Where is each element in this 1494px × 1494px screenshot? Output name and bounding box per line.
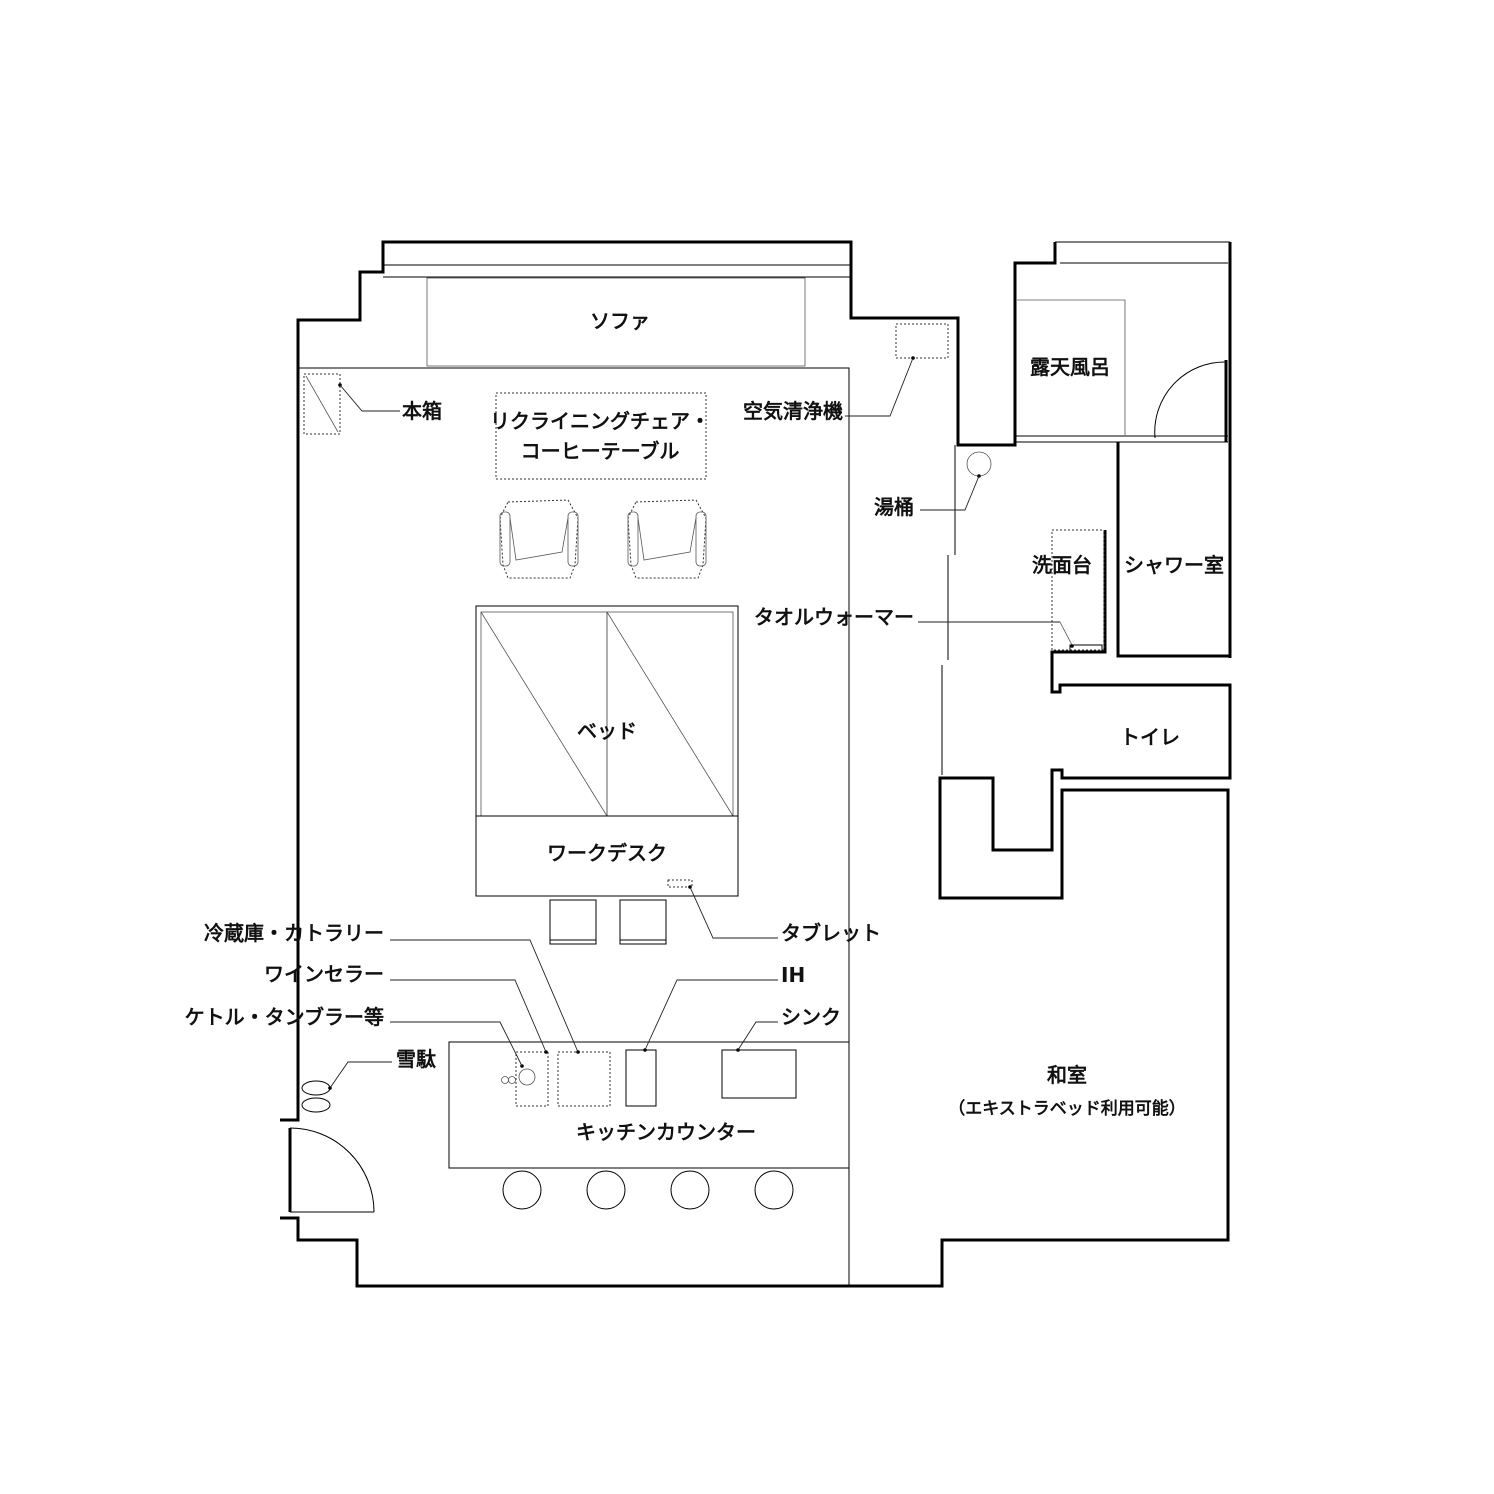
work-desk-label: ワークデスク (547, 841, 667, 865)
desk-chair-right (619, 899, 667, 945)
bath-door[interactable] (1154, 360, 1228, 443)
outer-walls (280, 240, 1232, 1288)
japanese-room-label: 和室 (1047, 1063, 1087, 1087)
kettle: ケトル・タンブラー等 (185, 1005, 536, 1086)
sink-label: シンク (781, 1005, 841, 1029)
toilet-label: トイレ (1120, 725, 1180, 749)
kettle-label: ケトル・タンブラー等 (185, 1005, 384, 1029)
tablet-label: タブレット (781, 921, 881, 945)
japanese-room-note: （エキストラベッド利用可能） (948, 1098, 1186, 1119)
air-purifier-label: 空気清浄機 (743, 399, 843, 423)
wine-cellar-label: ワインセラー (264, 962, 384, 986)
ih-label: IH (781, 963, 805, 987)
stool (754, 1170, 794, 1210)
wine-cellar: ワインセラー (264, 962, 549, 1107)
bucket: 湯桶 (874, 451, 992, 519)
outdoor-bath-label: 露天風呂 (1030, 355, 1110, 379)
bucket-label: 湯桶 (874, 495, 914, 519)
kitchen-counter: キッチンカウンター (448, 1041, 849, 1169)
towel-warmer-label: タオルウォーマー (754, 605, 914, 629)
tablet: タブレット (667, 879, 881, 945)
washbasin: 洗面台 (1032, 529, 1105, 651)
stool (502, 1170, 542, 1210)
ih-cooktop: IH (625, 963, 805, 1107)
bed: ベッド (475, 605, 739, 897)
fridge-label: 冷蔵庫・カトラリー (204, 921, 384, 945)
shower-label: シャワー室 (1124, 553, 1224, 577)
recliner-chair-right (627, 499, 707, 579)
inner-walls (298, 262, 1232, 1286)
bookshelf-label: 本箱 (402, 399, 442, 423)
bed-label: ベッド (577, 719, 637, 743)
work-desk: ワークデスク (547, 841, 667, 865)
washbasin-label: 洗面台 (1032, 553, 1092, 577)
stool (670, 1170, 710, 1210)
desk-chair-left (549, 899, 597, 945)
sofa: ソファ (426, 277, 806, 367)
recliner-label-line2: コーヒーテーブル (521, 439, 680, 463)
kitchen-counter-label: キッチンカウンター (576, 1120, 756, 1144)
entrance-door[interactable] (288, 1127, 375, 1213)
air-purifier: 空気清浄機 (743, 323, 949, 423)
towel-warmer: タオルウォーマー (754, 605, 1103, 652)
fridge: 冷蔵庫・カトラリー (204, 921, 611, 1107)
counter-stools (502, 1170, 794, 1210)
recliner-chair-left (499, 499, 579, 579)
bookshelf: 本箱 (303, 373, 442, 435)
sofa-label: ソファ (590, 309, 650, 333)
sink: シンク (721, 1005, 841, 1099)
recliner-area: リクライニングチェア・ コーヒーテーブル (490, 392, 710, 480)
geta: 雪駄 (301, 1047, 437, 1113)
recliner-label-line1: リクライニングチェア・ (490, 409, 710, 433)
stool (586, 1170, 626, 1210)
geta-label: 雪駄 (396, 1047, 437, 1071)
